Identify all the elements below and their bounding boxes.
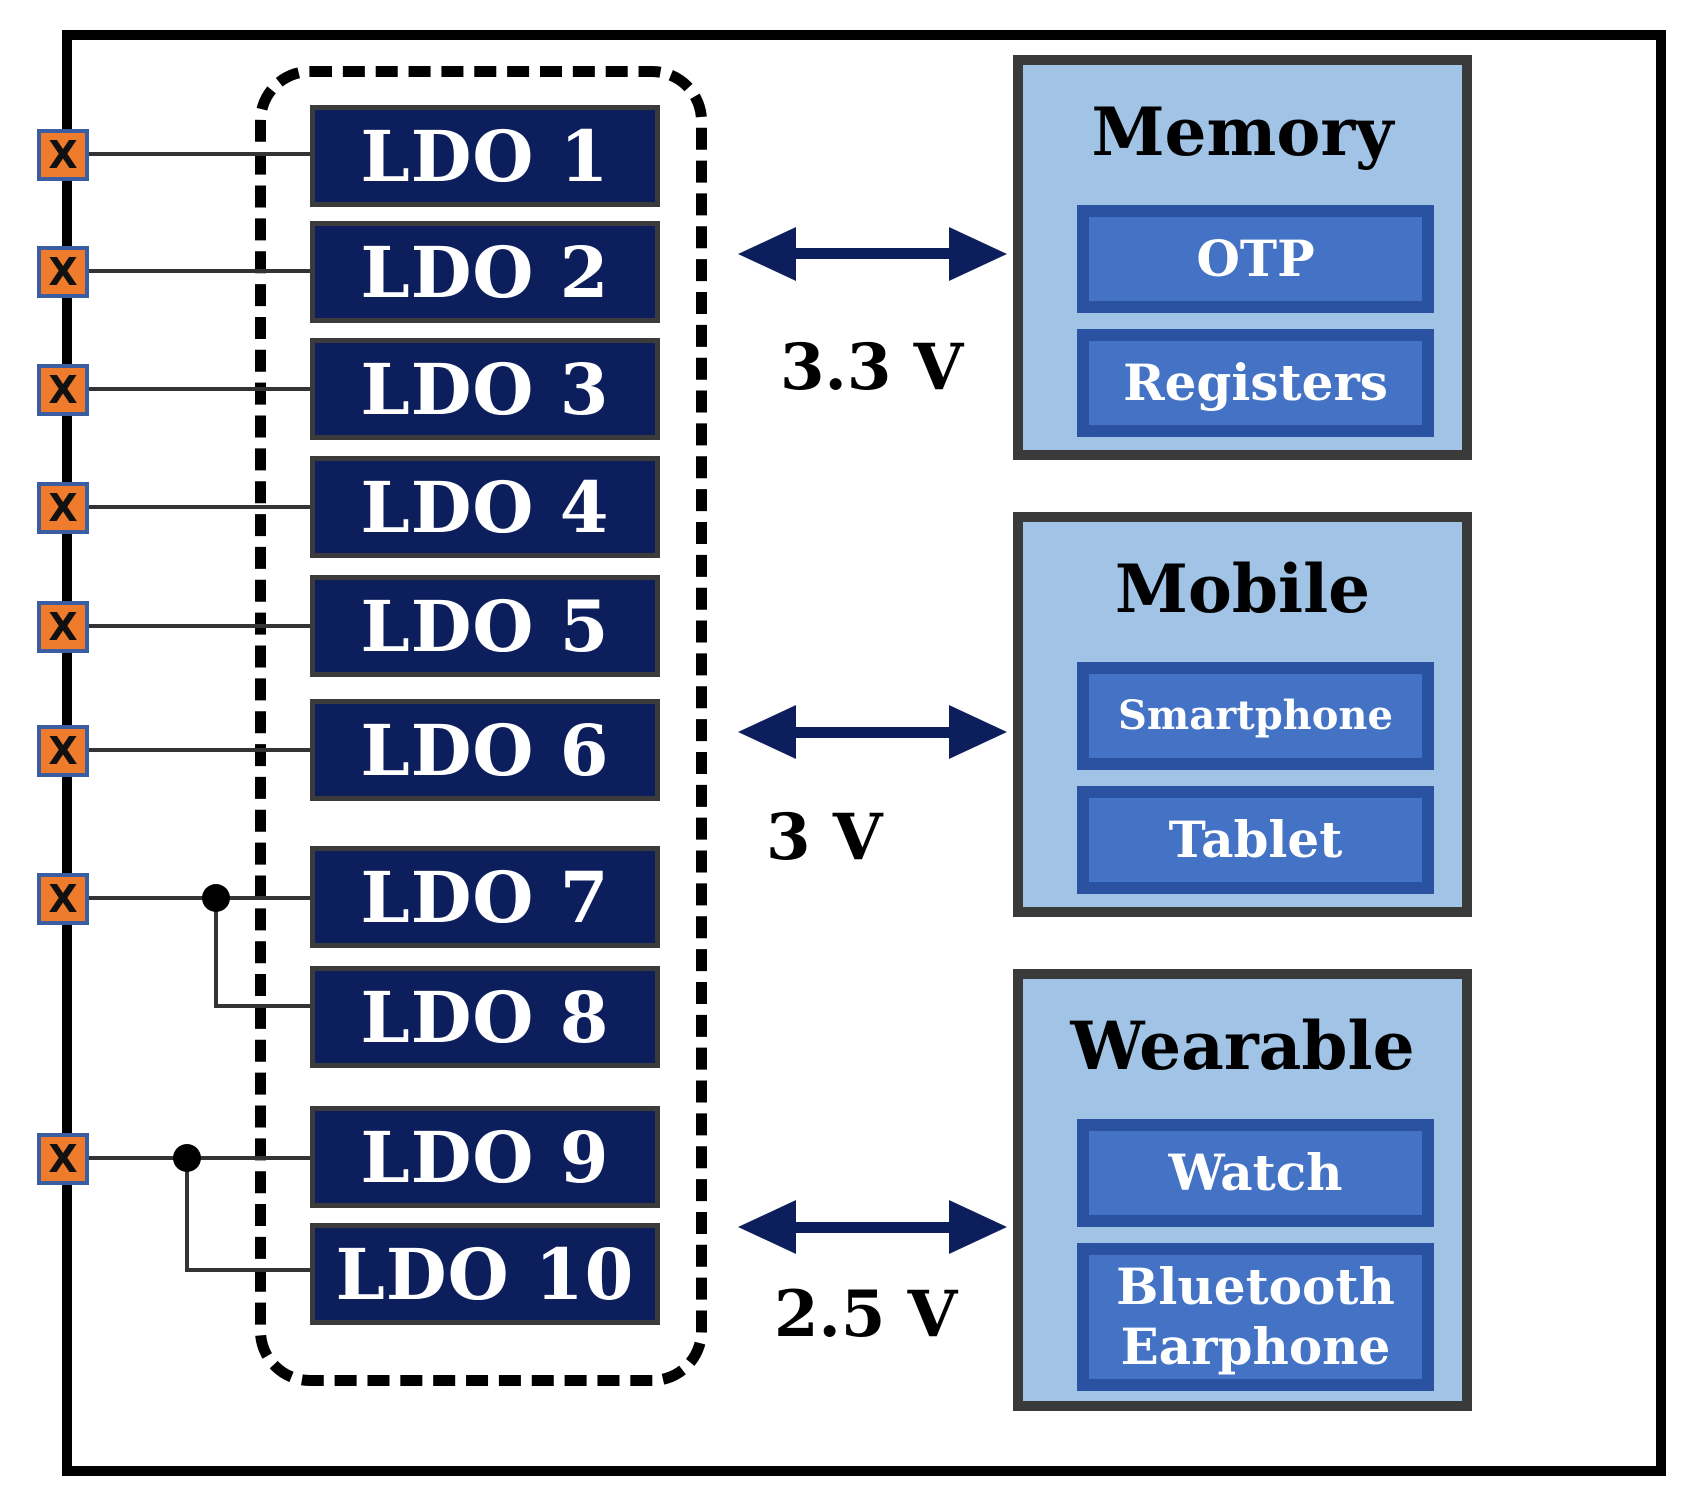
ldo-block-10: LDO 10 bbox=[310, 1223, 660, 1325]
otp-block: OTP bbox=[1077, 205, 1434, 313]
io-pad-3: X bbox=[37, 364, 89, 416]
wire-ldo-6 bbox=[89, 748, 310, 752]
watch-block: Watch bbox=[1077, 1119, 1434, 1227]
ldo-block-4: LDO 4 bbox=[310, 456, 660, 558]
voltage-label-3v: 3 V bbox=[766, 800, 883, 875]
ldo-block-6: LDO 6 bbox=[310, 699, 660, 801]
memory-title: Memory bbox=[1091, 93, 1394, 171]
ldo-block-5: LDO 5 bbox=[310, 575, 660, 677]
double-arrow-wearable bbox=[738, 1200, 1007, 1254]
double-arrow-memory bbox=[738, 227, 1007, 281]
wire-ldo-1 bbox=[89, 152, 310, 156]
wire-ldo-4 bbox=[89, 505, 310, 509]
ldo-block-3: LDO 3 bbox=[310, 338, 660, 440]
wire-ldo-3 bbox=[89, 387, 310, 391]
voltage-label-3v3: 3.3 V bbox=[780, 330, 964, 405]
io-pad-8: X bbox=[37, 1133, 89, 1185]
wire-ldo-5 bbox=[89, 624, 310, 628]
wire-ldo-2 bbox=[89, 269, 310, 273]
wire-ldo-8 bbox=[214, 1004, 310, 1008]
ldo-block-1: LDO 1 bbox=[310, 105, 660, 207]
memory-group: Memory OTP Registers bbox=[1013, 55, 1472, 460]
smartphone-block: Smartphone bbox=[1077, 662, 1434, 770]
mobile-group: Mobile Smartphone Tablet bbox=[1013, 512, 1472, 917]
junction-dot-7-8 bbox=[202, 884, 230, 912]
ldo-block-8: LDO 8 bbox=[310, 966, 660, 1068]
wearable-title: Wearable bbox=[1070, 1007, 1415, 1085]
bluetooth-earphone-block: Bluetooth Earphone bbox=[1077, 1243, 1434, 1391]
io-pad-5: X bbox=[37, 601, 89, 653]
ldo-block-9: LDO 9 bbox=[310, 1106, 660, 1208]
wire-ldo-9-10-drop bbox=[185, 1156, 189, 1272]
wire-ldo-7 bbox=[89, 896, 310, 900]
io-pad-6: X bbox=[37, 725, 89, 777]
registers-block: Registers bbox=[1077, 329, 1434, 437]
mobile-title: Mobile bbox=[1114, 550, 1371, 628]
ldo-block-7: LDO 7 bbox=[310, 846, 660, 948]
io-pad-1: X bbox=[37, 129, 89, 181]
io-pad-7: X bbox=[37, 873, 89, 925]
wire-ldo-10 bbox=[185, 1268, 310, 1272]
tablet-block: Tablet bbox=[1077, 786, 1434, 894]
double-arrow-mobile bbox=[738, 705, 1007, 759]
ldo-block-2: LDO 2 bbox=[310, 221, 660, 323]
io-pad-2: X bbox=[37, 246, 89, 298]
junction-dot-9-10 bbox=[173, 1144, 201, 1172]
voltage-label-2v5: 2.5 V bbox=[774, 1277, 958, 1352]
wearable-group: Wearable Watch Bluetooth Earphone bbox=[1013, 969, 1472, 1411]
wire-ldo-7-8-drop bbox=[214, 896, 218, 1008]
ldo-bank-boundary bbox=[255, 66, 707, 1386]
io-pad-4: X bbox=[37, 482, 89, 534]
